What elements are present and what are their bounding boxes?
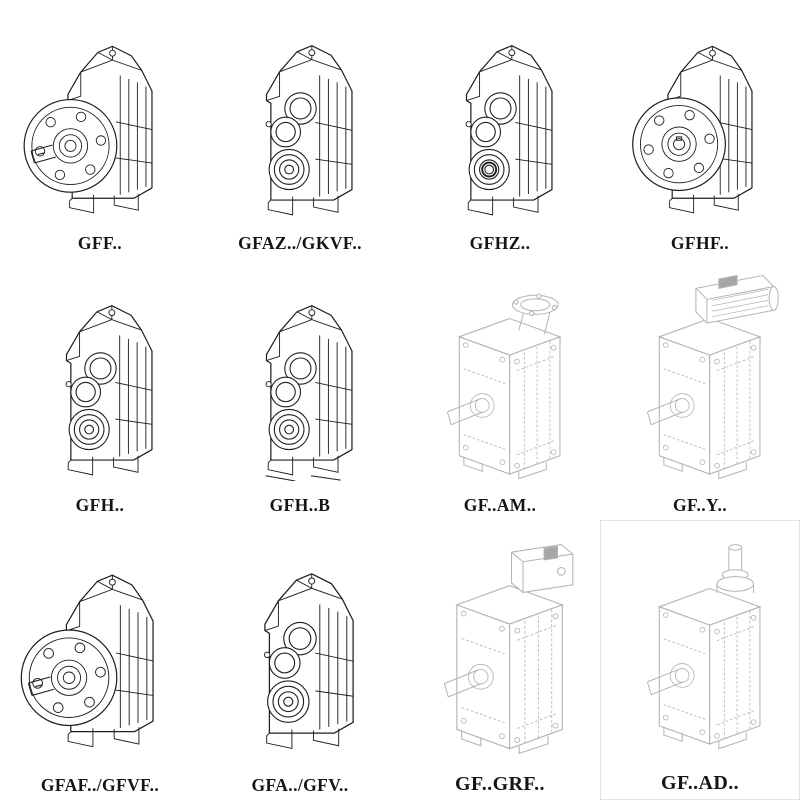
gearbox-drawing-gff	[2, 3, 198, 234]
model-label: GFA../GFV..	[251, 774, 349, 795]
model-label: GFAZ../GKVF..	[238, 232, 362, 253]
model-label: GF..Y..	[672, 494, 728, 515]
model-label: GFHZ..	[469, 232, 531, 253]
product-cell-gff: GFF..	[0, 0, 200, 258]
product-cell-gf-y: GF..Y..	[600, 258, 800, 520]
gearbox-drawing-gfaz	[202, 3, 398, 234]
product-cell-gf-grf: GF..GRF..	[400, 520, 600, 800]
gearbox-drawing-gf-ad	[603, 524, 797, 772]
product-cell-gf-ad: GF..AD..	[600, 520, 800, 800]
gearbox-drawing-gfa	[202, 523, 398, 776]
product-cell-gfaf-gfvf: GFAF../GFVF..	[0, 520, 200, 800]
gearbox-drawing-gf-grf	[402, 523, 598, 773]
gearbox-drawing-gf-y	[602, 261, 798, 496]
model-label: GFH..B	[269, 494, 331, 515]
model-label: GFH..	[75, 494, 125, 515]
gearbox-drawing-gfhz	[402, 3, 598, 234]
product-cell-gfhf: GFHF..	[600, 0, 800, 258]
gearbox-drawing-gfaf	[2, 523, 198, 776]
product-cell-gfaz-gkvf: GFAZ../GKVF..	[200, 0, 400, 258]
product-cell-gfhz: GFHZ..	[400, 0, 600, 258]
model-label: GF..AM..	[463, 494, 537, 515]
model-label: GF..AD..	[660, 772, 740, 794]
product-cell-gfa-gfv: GFA../GFV..	[200, 520, 400, 800]
gearbox-drawing-gfh-b	[202, 261, 398, 496]
model-label: GFF..	[77, 232, 123, 253]
model-label: GFHF..	[670, 232, 730, 253]
model-label: GF..GRF..	[455, 773, 545, 795]
model-label: GFAF../GFVF..	[40, 774, 160, 795]
product-cell-gfh: GFH..	[0, 258, 200, 520]
gearbox-drawing-gfhf	[602, 3, 798, 234]
gearbox-drawing-gf-am	[402, 261, 598, 496]
gearbox-drawing-gfh	[2, 261, 198, 496]
product-cell-gfh-b: GFH..B	[200, 258, 400, 520]
product-cell-gf-am: GF..AM..	[400, 258, 600, 520]
